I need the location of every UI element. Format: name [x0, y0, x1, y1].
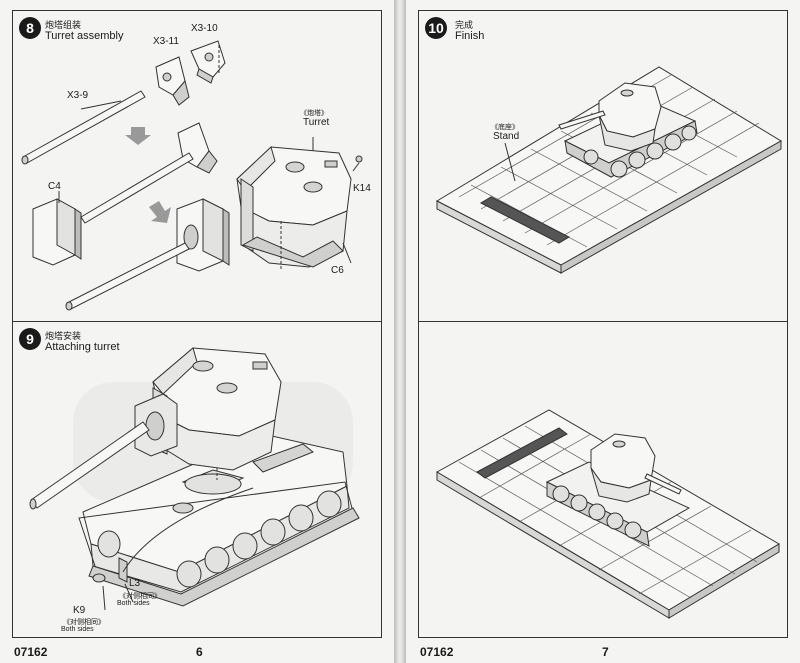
left-page-frame: 8 炮塔组装 Turret assembly	[12, 10, 382, 638]
label-k9-en: Both sides	[61, 626, 94, 633]
book-gutter	[394, 0, 406, 663]
step-10-number: 10	[425, 17, 447, 39]
step-8-panel: 8 炮塔组装 Turret assembly	[13, 11, 381, 321]
step-10-panel: 10 完成 Finish	[419, 11, 787, 321]
label-stand-en: Stand	[493, 131, 520, 142]
step-8-title-zh: 炮塔组装	[45, 20, 82, 30]
left-footer-product-code: 07162	[14, 645, 48, 659]
left-footer-page-number: 6	[196, 645, 203, 659]
label-x3-10: X3-10	[191, 23, 218, 34]
finished-model-on-stand-bottom	[435, 409, 780, 619]
label-k9-zh: 《对侧相同》	[63, 619, 105, 626]
right-footer-product-code: 07162	[420, 645, 454, 659]
label-x3-11: X3-11	[153, 36, 179, 47]
step-8-number: 8	[19, 17, 41, 39]
label-l3-zh: 《对侧相同》	[119, 593, 161, 600]
finished-model-on-stand-top	[435, 66, 782, 274]
label-x3-9: X3-9	[67, 90, 89, 101]
label-c4: C4	[48, 181, 61, 192]
label-stand-zh: 《底座》	[491, 124, 519, 131]
turret-assembly-drawing	[21, 40, 363, 311]
label-l3: L3	[129, 578, 141, 589]
step-9-title-en: Attaching turret	[45, 341, 120, 353]
label-k9: K9	[73, 605, 86, 616]
label-k14: K14	[353, 183, 371, 194]
step-9-panel: 9 炮塔安装 Attaching turret	[13, 322, 381, 638]
label-turret-zh: 《炮塔》	[300, 110, 328, 117]
label-c6: C6	[331, 265, 344, 276]
step-10-title-en: Finish	[455, 30, 485, 42]
step-9-number: 9	[19, 328, 41, 350]
left-page: 8 炮塔组装 Turret assembly	[0, 0, 394, 663]
right-footer-page-number: 7	[602, 645, 609, 659]
step-9-title-zh: 炮塔安装	[45, 331, 82, 341]
label-turret-en: Turret	[303, 117, 330, 128]
right-page-frame: 10 完成 Finish	[418, 10, 788, 638]
right-page: 10 完成 Finish	[406, 0, 800, 663]
step-8-title-en: Turret assembly	[45, 30, 124, 42]
step-10-title-zh: 完成	[455, 20, 474, 30]
left-page-divider	[13, 321, 381, 322]
right-page-divider	[419, 321, 787, 322]
attaching-turret-drawing	[29, 347, 360, 611]
label-l3-en: Both sides	[117, 600, 150, 607]
finish-view-2-panel	[419, 322, 787, 638]
